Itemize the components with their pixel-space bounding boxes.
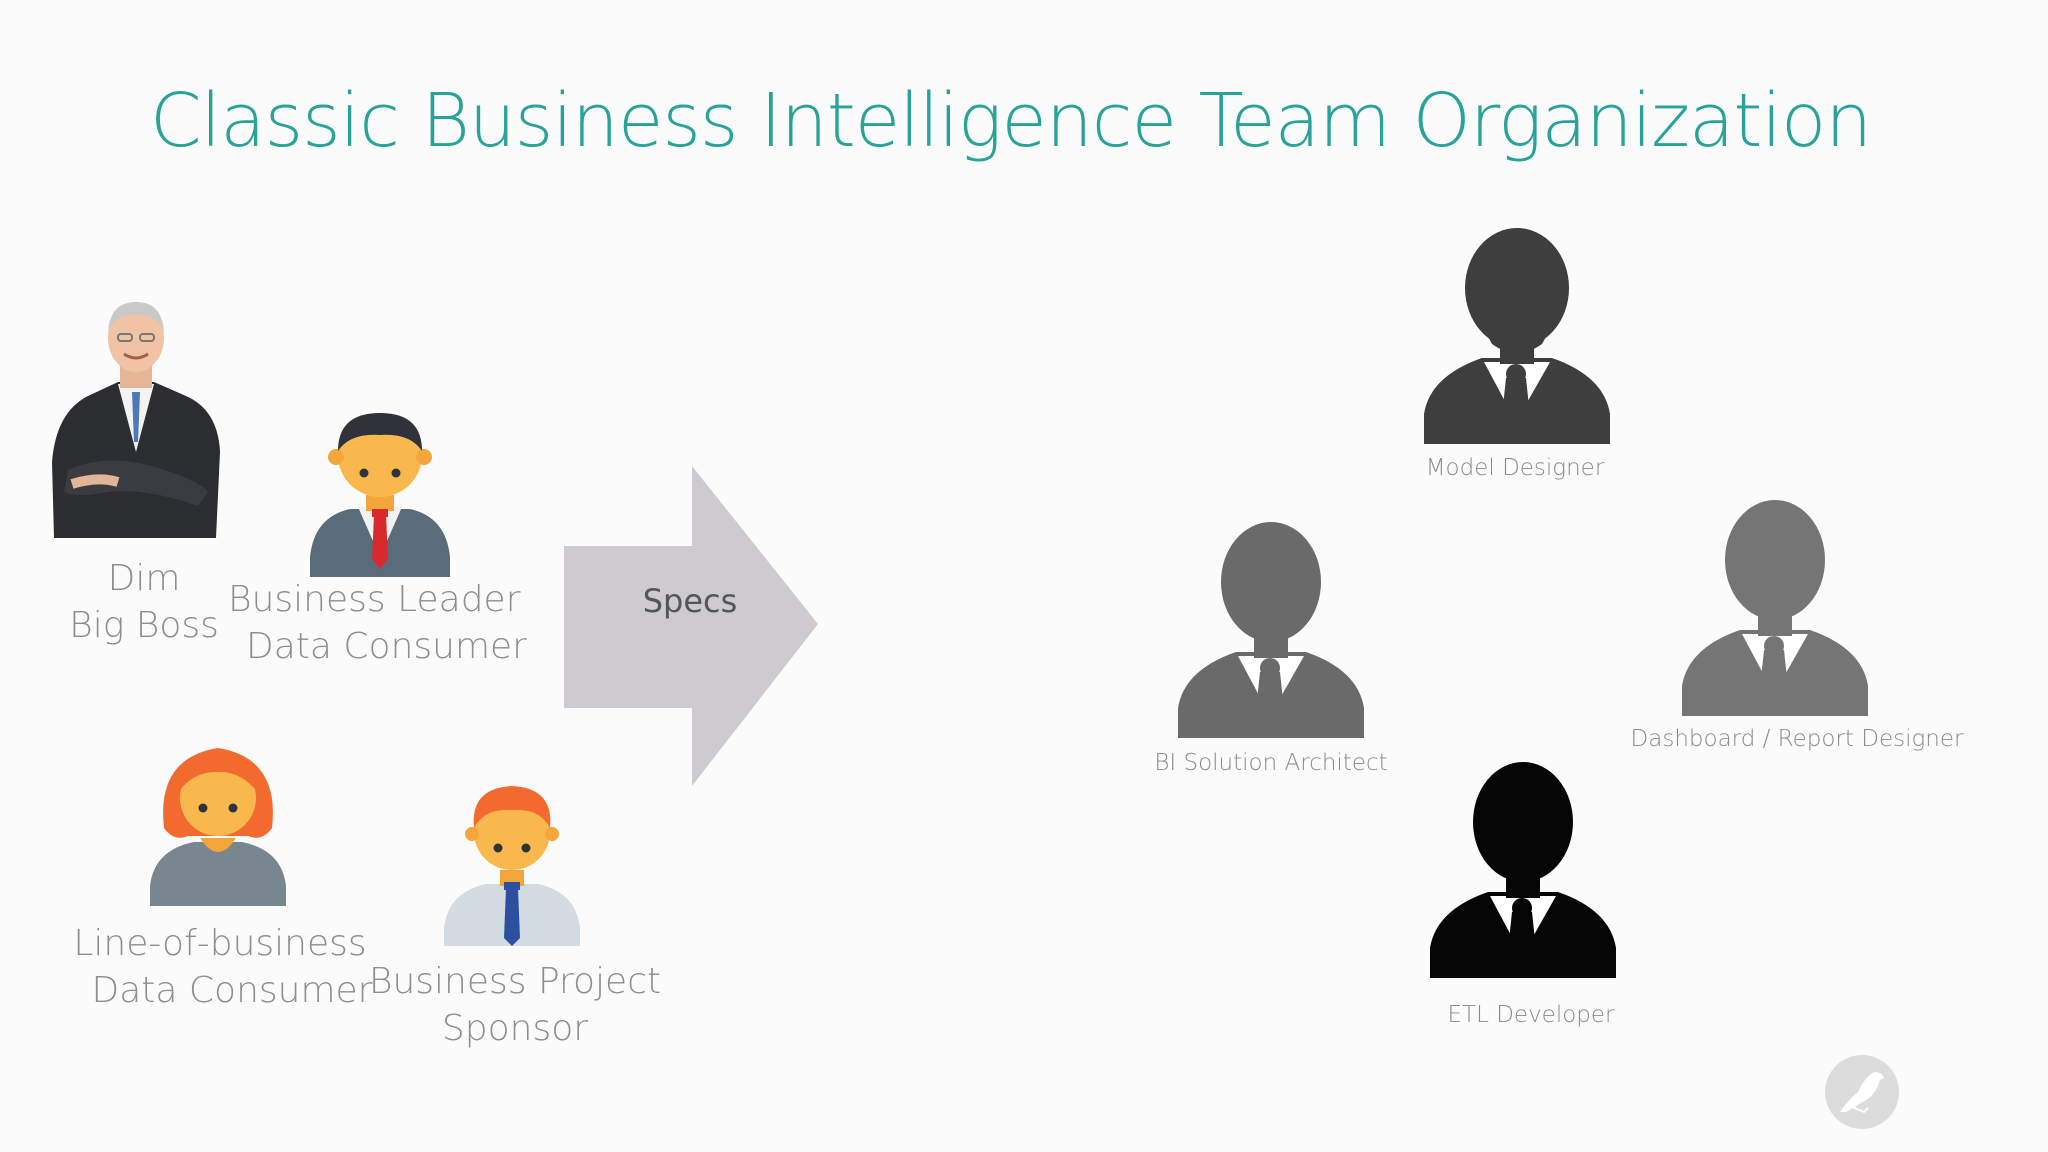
man-blue-tie-icon <box>444 786 580 946</box>
person-dim-label: Dim Big Boss <box>56 555 232 649</box>
person-name: Dim <box>107 558 181 599</box>
role-subtitle: Data Consumer <box>91 970 373 1011</box>
model-designer-label: Model Designer <box>1425 455 1605 481</box>
specs-label: Specs <box>642 582 738 620</box>
executive-photo <box>52 302 220 538</box>
arrow-shape <box>564 466 818 786</box>
role-subtitle: Sponsor <box>441 1008 589 1049</box>
woman-icon <box>150 748 286 906</box>
businessman-silhouette-icon <box>1430 762 1616 978</box>
line-of-business-label: Line-of-business Data Consumer <box>73 920 382 1014</box>
slide-title: Classic Business Intelligence Team Organ… <box>150 78 1872 164</box>
role-title: Line-of-business <box>73 923 367 964</box>
etl-developer-label: ETL Developer <box>1447 1002 1615 1028</box>
business-sponsor-label: Business Project Sponsor <box>360 958 670 1052</box>
role-subtitle: Data Consumer <box>246 626 527 667</box>
specs-arrow <box>564 466 818 786</box>
businessman-silhouette-icon <box>1424 228 1610 444</box>
businessman-silhouette-icon <box>1178 522 1364 738</box>
man-red-tie-icon <box>310 413 450 577</box>
dashboard-report-designer-label: Dashboard / Report Designer <box>1630 726 1964 752</box>
bi-solution-architect-label: BI Solution Architect <box>1154 750 1388 776</box>
role-title: Business Project <box>368 961 662 1002</box>
businessman-silhouette-icon <box>1682 500 1868 716</box>
business-leader-label: Business Leader Data Consumer <box>228 576 527 670</box>
person-role: Big Boss <box>69 605 219 646</box>
role-title: Business Leader <box>228 579 521 620</box>
bird-logo-icon <box>1825 1055 1899 1129</box>
